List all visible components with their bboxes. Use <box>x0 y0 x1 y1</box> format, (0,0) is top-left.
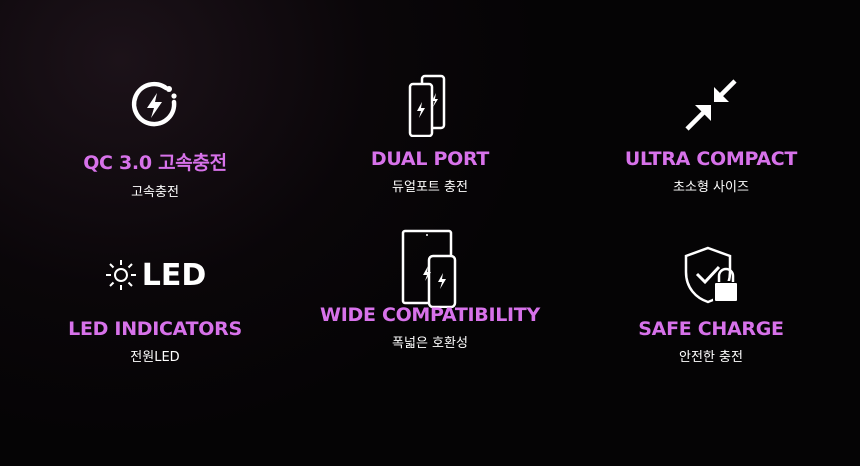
compress-arrows-icon <box>571 70 851 140</box>
sun-icon <box>105 260 136 290</box>
feature-subtitle: 고속충전 <box>131 185 179 200</box>
feature-title: LED INDICATORS <box>68 318 242 340</box>
feature-wide-compatibility: WIDE COMPATIBILITY 폭넓은 호환성 <box>290 229 570 351</box>
feature-led-indicators: LED LED INDICATORS 전원LED <box>15 240 295 366</box>
feature-subtitle: 폭넓은 호환성 <box>392 336 468 351</box>
feature-subtitle: 초소형 사이즈 <box>673 180 749 195</box>
shield-lock-icon <box>571 240 851 310</box>
feature-ultra-compact: ULTRA COMPACT 초소형 사이즈 <box>571 70 851 195</box>
tablet-phone-icon <box>290 226 570 310</box>
feature-subtitle: 듀얼포트 충전 <box>392 180 468 195</box>
fast-charge-icon <box>15 70 295 140</box>
feature-dual-port: DUAL PORT 듀얼포트 충전 <box>290 70 570 195</box>
feature-subtitle: 안전한 충전 <box>679 350 743 365</box>
feature-title: SAFE CHARGE <box>638 318 784 340</box>
dual-phone-icon <box>290 70 570 140</box>
feature-title: ULTRA COMPACT <box>624 148 798 170</box>
led-icon-text: LED <box>141 257 207 293</box>
feature-title: QC 3.0 고속충전 <box>83 152 227 174</box>
feature-safe-charge: SAFE CHARGE 안전한 충전 <box>571 240 851 365</box>
feature-title: DUAL PORT <box>370 148 490 170</box>
feature-qc-charge: QC 3.0 고속충전 고속충전 <box>15 70 295 200</box>
led-icon: LED <box>15 240 295 310</box>
feature-title: WIDE COMPATIBILITY <box>320 304 540 326</box>
feature-subtitle: 전원LED <box>130 350 180 365</box>
